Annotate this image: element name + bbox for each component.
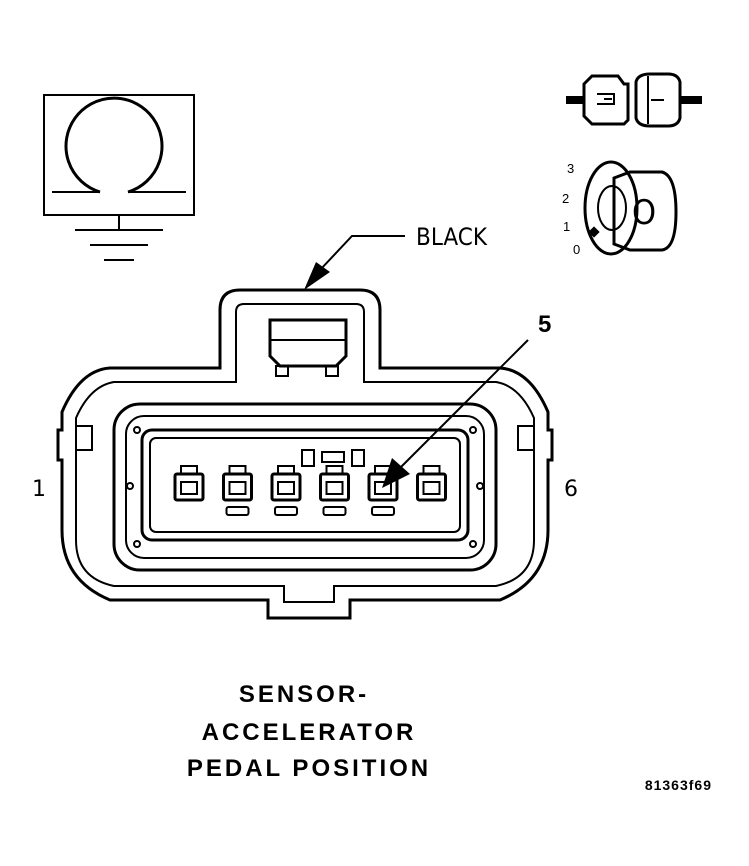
ignition-position-1: 1	[563, 219, 570, 234]
pin-cavity-3	[270, 465, 302, 502]
pin-cavities	[173, 465, 447, 516]
figure-code: 81363f69	[645, 777, 712, 793]
connector-plug-icon	[566, 72, 702, 128]
pin-cavity-2	[222, 465, 253, 502]
ignition-switch-icon	[583, 160, 678, 256]
ignition-key-letter: O	[632, 193, 656, 233]
ignition-position-0: 0	[573, 242, 580, 257]
pin-cavity-6	[416, 465, 447, 502]
connector-color-label: BLACK	[416, 223, 488, 251]
ignition-position-2: 2	[562, 191, 569, 206]
pin-cavity-1	[173, 465, 205, 502]
pin-callout-number: 5	[538, 311, 551, 338]
pin-slot-3	[274, 506, 298, 516]
title-line-1: SENSOR-	[239, 681, 369, 708]
title-line-3: PEDAL POSITION	[187, 755, 431, 782]
title-line-2: ACCELERATOR	[202, 719, 417, 746]
pin-slot-2	[225, 506, 250, 516]
pin-callout-leader	[382, 339, 529, 488]
pin-cavity-4	[319, 465, 350, 502]
pin-slot-4	[322, 506, 347, 516]
color-label-leader	[304, 235, 405, 290]
pin-slot-5	[371, 506, 395, 516]
ignition-position-3: 3	[567, 161, 574, 176]
connector-body	[56, 288, 554, 620]
pin-number-left: 1	[32, 477, 46, 502]
pin-number-right: 6	[564, 477, 578, 502]
sensor-ground-symbol-icon	[43, 94, 195, 261]
